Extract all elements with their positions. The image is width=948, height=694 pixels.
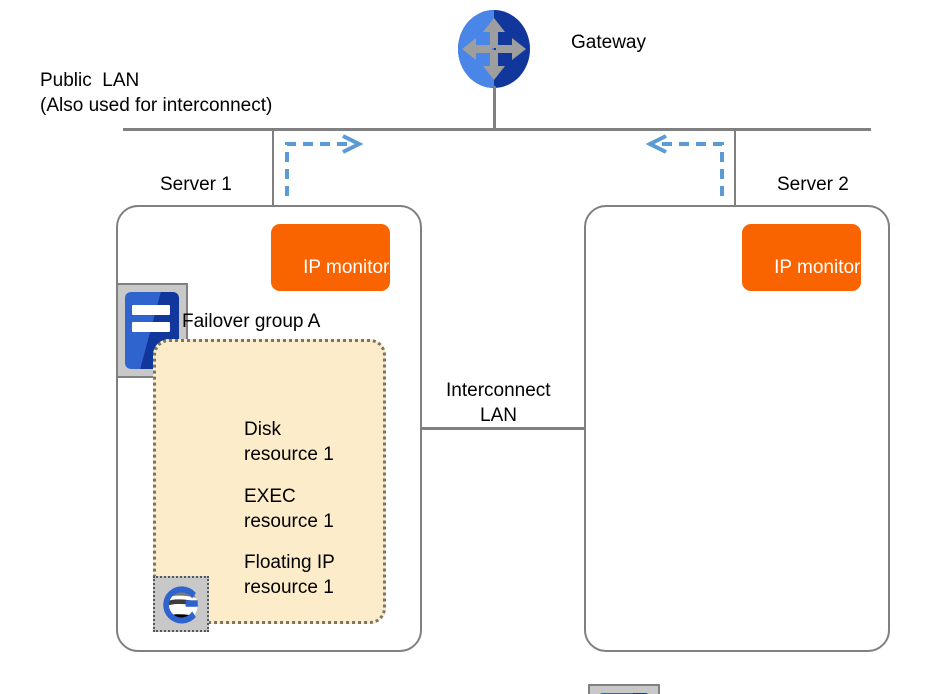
floating-ip-resource-label-line2: resource 1: [244, 577, 334, 598]
server-2-ip-monitor-line1: IP monitor: [774, 257, 861, 278]
server-1-monitor-arrow: [280, 134, 375, 198]
server-2-ip-monitor-badge[interactable]: IP monitor resource 1: [742, 224, 864, 328]
server-2-monitor-arrow: [634, 134, 729, 198]
server-1-ip-monitor-line1: IP monitor: [303, 257, 390, 278]
server-1-ip-monitor-line2: resource 1: [303, 307, 393, 328]
public-lan-bar: [123, 128, 871, 131]
disk-resource-label-line2: resource 1: [244, 444, 334, 465]
failover-group-icon: [153, 576, 209, 632]
server-1-lan-drop-line: [272, 130, 274, 206]
gateway-router-icon: [458, 10, 530, 88]
server-2-ip-monitor-line2: resource 1: [774, 307, 864, 328]
server-1-ip-monitor-badge[interactable]: IP monitor resource 1: [271, 224, 393, 328]
floating-ip-resource-label-line1: Floating IP: [244, 552, 335, 573]
gateway-drop-line: [493, 86, 496, 130]
public-lan-label-line1: Public LAN: [40, 70, 140, 91]
server-2-lan-drop-line: [734, 130, 736, 206]
interconnect-lan-label-line1: Interconnect: [446, 380, 551, 401]
interconnect-lan-bar: [420, 427, 586, 430]
exec-resource-label-line2: resource 1: [244, 511, 334, 532]
interconnect-lan-label-line2: LAN: [480, 405, 517, 426]
gateway-label: Gateway: [571, 32, 646, 53]
failover-group-label: Failover group A: [182, 311, 321, 332]
server-1-label: Server 1: [160, 174, 232, 195]
exec-resource-label-line1: EXEC: [244, 486, 296, 507]
disk-resource-label-line1: Disk: [244, 419, 281, 440]
server-2-label: Server 2: [777, 174, 849, 195]
public-lan-label-line2: (Also used for interconnect): [40, 95, 273, 116]
server-2-server-icon: [588, 684, 660, 694]
